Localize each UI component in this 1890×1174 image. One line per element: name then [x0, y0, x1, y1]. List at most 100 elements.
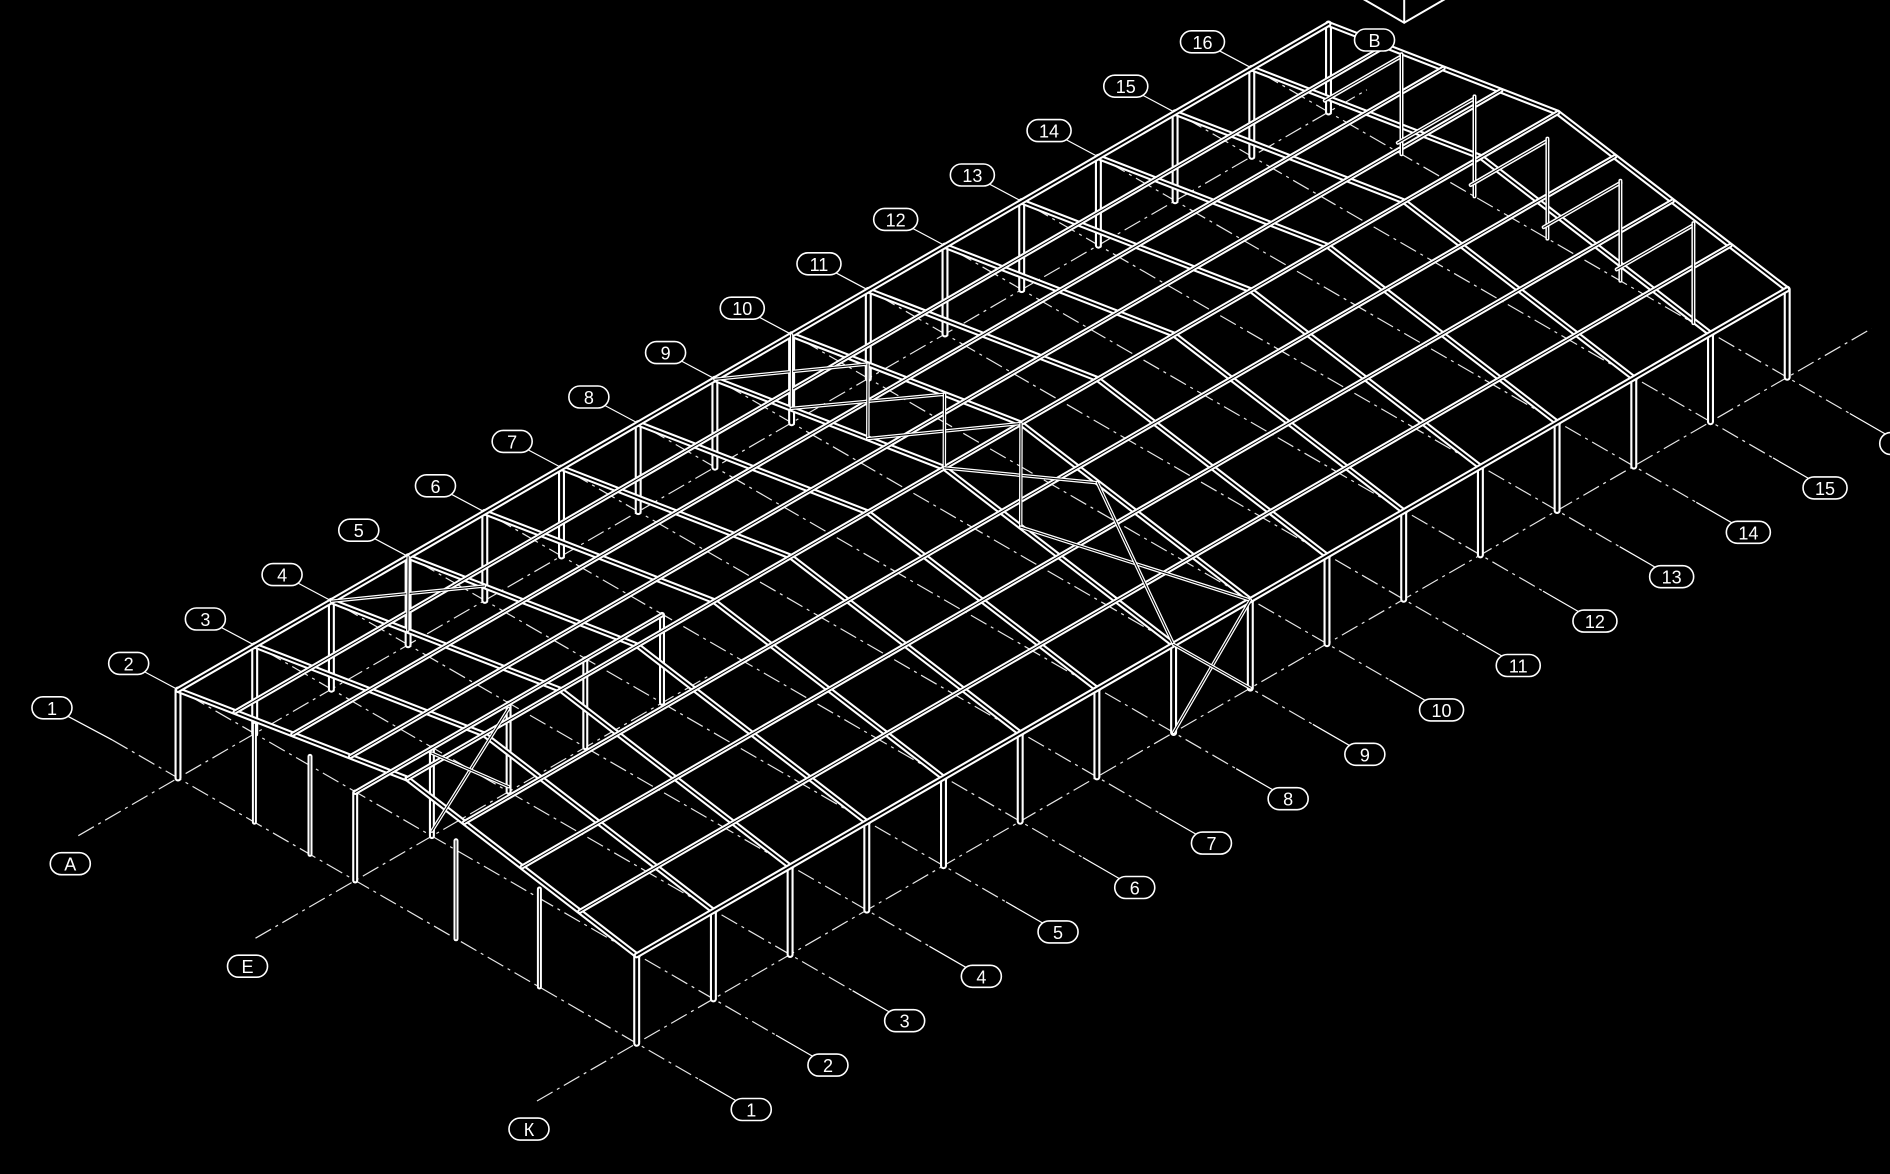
- grid-tags-layer: 1234567891011121314151616151413121110987…: [31, 28, 1890, 1141]
- grid-tag-right-9-bubble: [1344, 742, 1386, 767]
- grid-tag-right-11-bubble: [1495, 653, 1542, 678]
- grid-tag-right-2-bubble: [807, 1053, 849, 1077]
- grid-axis-3: [265, 650, 853, 992]
- purlin-9-core: [635, 288, 1789, 957]
- grid-tag-right-7-label: 7: [1206, 834, 1216, 854]
- grid-tag-top-16-label: 16: [1192, 33, 1212, 53]
- grid-axis-15: [1185, 117, 1774, 459]
- rooftop-unit: [1362, 0, 1446, 24]
- grid-tag-right-6: 6: [1113, 875, 1156, 900]
- grid-tag-top-2-bubble: [107, 651, 150, 676]
- grid-tag-top-8-bubble: [568, 385, 610, 409]
- grid-tag-right-15: 15: [1802, 476, 1848, 500]
- grid-tag-right-1-bubble: [730, 1097, 773, 1122]
- grid-tag-right-7: 7: [1190, 831, 1233, 855]
- grid-tag-row-b-label: В: [1369, 31, 1381, 51]
- purlin-8-core: [579, 244, 1731, 912]
- purlin-5-core: [406, 112, 1559, 780]
- grid-axis-7: [571, 472, 1160, 814]
- grid-tag-top-15-bubble: [1102, 74, 1149, 99]
- grid-tag-top-6-label: 6: [430, 477, 440, 497]
- grid-axis-8: [648, 428, 1237, 770]
- grid-axis-row-e: [255, 675, 709, 939]
- grid-axis-10: [801, 339, 1390, 681]
- grid-tag-right-10-label: 10: [1432, 701, 1452, 721]
- grid-tag-top-6: 6: [414, 474, 457, 498]
- grid-tag-top-9-bubble: [644, 340, 687, 365]
- grid-tag-row-b: В: [1353, 28, 1396, 52]
- grid-tag-top-3: 3: [184, 607, 227, 631]
- purlin-2-core: [234, 45, 1386, 713]
- grid-tag-right-10-bubble: [1418, 698, 1465, 722]
- end-bay-joist-4-core: [1543, 182, 1621, 228]
- grid-tag-top-15: 15: [1102, 74, 1149, 99]
- grid-tag-top-2-label: 2: [124, 654, 134, 674]
- grid-tag-right-4-label: 4: [976, 967, 986, 987]
- grid-tag-top-11-bubble: [796, 252, 842, 276]
- right-tag-leader-16: [1849, 412, 1890, 438]
- grid-tag-top-11: 11: [796, 252, 842, 276]
- grid-tag-top-5-bubble: [337, 518, 380, 543]
- grid-tag-top-14-label: 14: [1039, 122, 1059, 142]
- grid-axes-layer: [51, 41, 1890, 1111]
- purlin-7-core: [521, 200, 1673, 868]
- grid-tag-top-1: 1: [31, 696, 73, 720]
- purlin-6-core: [463, 156, 1616, 824]
- grid-tag-top-12-bubble: [872, 207, 919, 232]
- grid-tag-top-1-bubble: [31, 696, 73, 720]
- grid-tag-top-5-label: 5: [354, 521, 364, 541]
- end-bay-joist-1-core: [1324, 55, 1402, 102]
- grid-tag-right-16-bubble: [1878, 431, 1890, 456]
- grid-tag-right-15-label: 15: [1815, 479, 1835, 499]
- grid-tag-right-14-bubble: [1725, 520, 1772, 545]
- grid-tag-right-15-bubble: [1802, 476, 1848, 500]
- grid-tag-top-3-label: 3: [200, 610, 210, 630]
- grid-tag-right-10: 10: [1418, 698, 1465, 722]
- grid-tag-right-8-bubble: [1267, 786, 1309, 811]
- grid-tag-right-14: 14: [1725, 520, 1772, 545]
- grid-tag-right-6-label: 6: [1130, 879, 1140, 899]
- grid-tag-top-16-bubble: [1179, 30, 1226, 54]
- grid-axis-row-k: [536, 327, 1872, 1102]
- grid-tag-right-13: 13: [1648, 564, 1695, 589]
- grid-tag-right-12-bubble: [1572, 609, 1618, 633]
- grid-tag-row-e-bubble: [226, 954, 269, 979]
- grid-tag-right-2-label: 2: [823, 1056, 833, 1076]
- grid-tag-right-12-label: 12: [1585, 612, 1605, 632]
- grid-tag-right-2: 2: [807, 1053, 849, 1077]
- grid-tag-right-3-label: 3: [900, 1012, 910, 1032]
- grid-tag-right-13-bubble: [1648, 564, 1695, 589]
- grid-tag-top-9: 9: [644, 340, 687, 365]
- grid-tag-top-15-label: 15: [1116, 77, 1136, 97]
- grid-tag-row-b-bubble: [1353, 28, 1396, 52]
- grid-tag-row-k-label: К: [524, 1120, 535, 1140]
- grid-axis-14: [1108, 162, 1697, 503]
- grid-tag-top-2: 2: [107, 651, 150, 676]
- grid-tag-top-10-bubble: [719, 296, 766, 321]
- grid-tag-top-10-label: 10: [732, 299, 752, 319]
- grid-tag-top-4-bubble: [261, 562, 303, 587]
- wall-bracing-e-2-core: [431, 752, 510, 788]
- grid-tag-right-5-label: 5: [1053, 923, 1063, 943]
- grid-tag-top-14: 14: [1026, 118, 1072, 143]
- grid-tag-right-12: 12: [1572, 609, 1618, 633]
- grid-axis-1: [111, 739, 700, 1081]
- grid-tag-right-9-label: 9: [1360, 745, 1370, 765]
- grid-tag-top-8-label: 8: [584, 388, 594, 408]
- grid-tag-top-13-bubble: [949, 163, 996, 187]
- grid-tag-row-a: А: [49, 851, 92, 876]
- grid-tag-right-11-label: 11: [1509, 657, 1528, 677]
- grid-tag-row-a-bubble: [49, 851, 92, 876]
- grid-axis-2: [188, 694, 777, 1036]
- grid-tag-row-e: Е: [226, 954, 269, 979]
- grid-tag-right-14-label: 14: [1738, 523, 1758, 543]
- grid-tag-right-4-bubble: [960, 964, 1003, 989]
- grid-tag-right-3-bubble: [883, 1008, 926, 1033]
- grid-tag-top-4: 4: [261, 562, 303, 587]
- purlin-1-core: [177, 23, 1330, 691]
- grid-tag-top-7-label: 7: [507, 432, 517, 452]
- end-bay-joist-2-core: [1397, 97, 1475, 144]
- end-bay-joist-3-core: [1470, 140, 1548, 186]
